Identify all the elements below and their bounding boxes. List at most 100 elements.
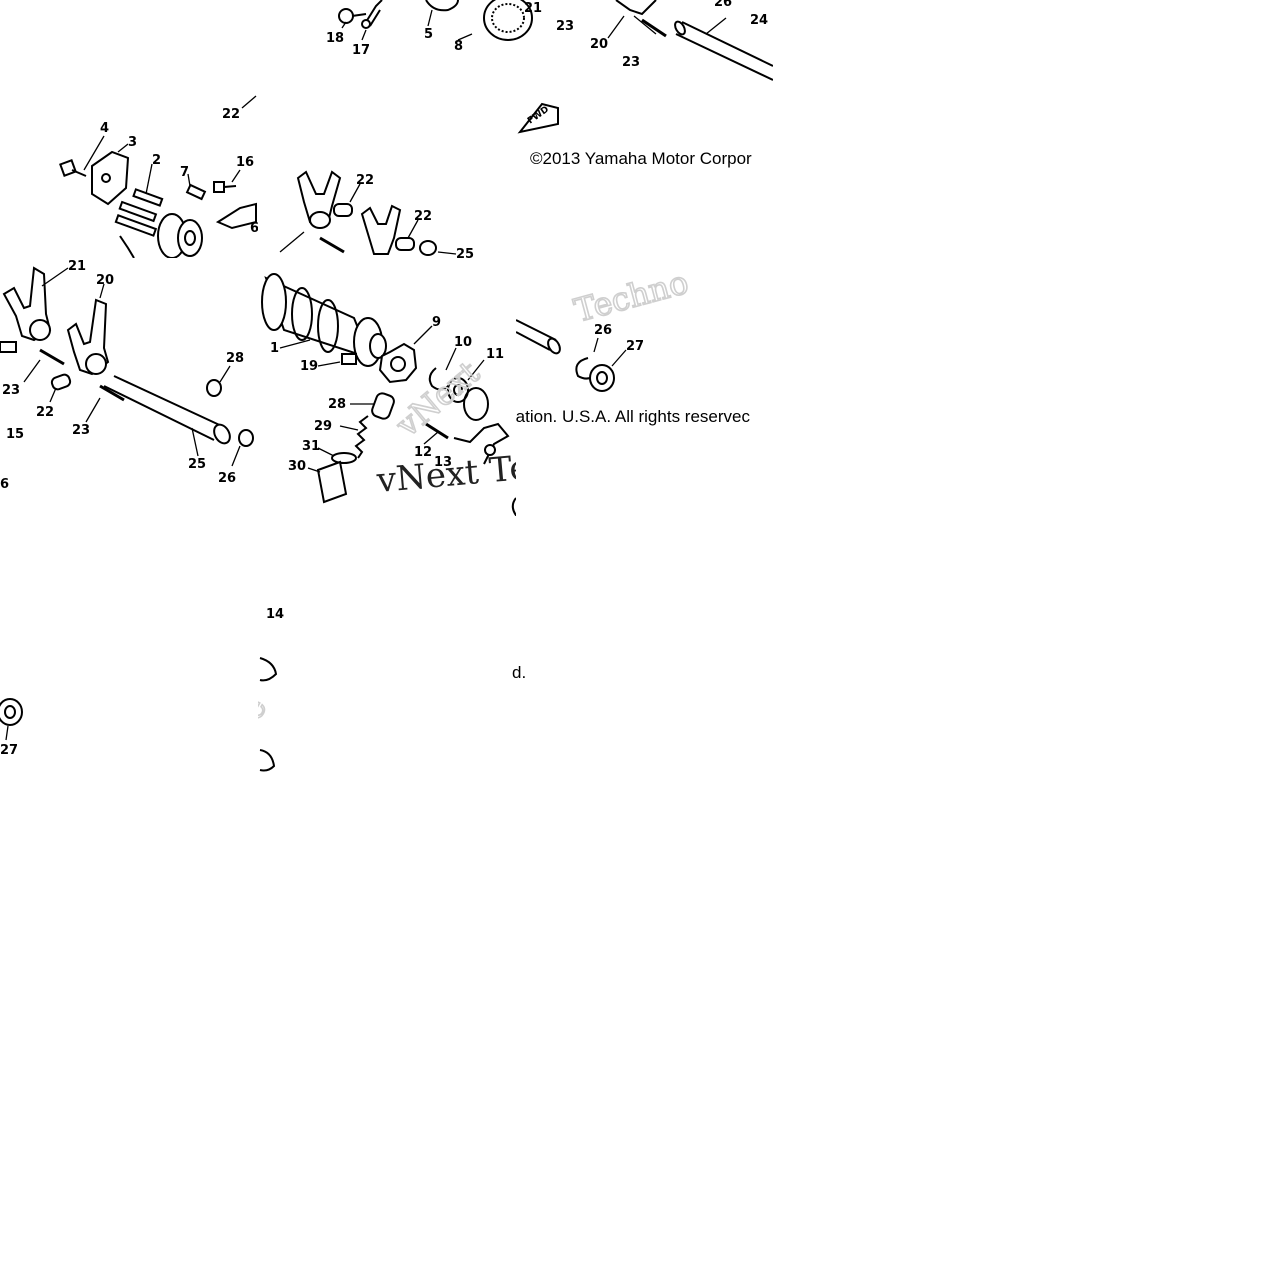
roller-22-part [50,373,72,391]
label-11: 11 [486,347,504,362]
label-4: 4 [100,121,109,136]
fwd-arrow-icon: FWD [517,102,559,134]
label-28: 28 [328,397,346,412]
label-23a: 23 [2,383,20,398]
label-31: 31 [302,439,320,454]
shift-drum-1-part [261,273,387,367]
shaft-end-part [516,319,561,355]
clip-28-part [206,379,222,397]
label-13: 13 [434,455,452,470]
pins-2-part [114,188,164,237]
roller-22b-part [395,237,415,251]
washer-31-part [331,452,357,464]
bolt-16-part [213,181,237,193]
label-23a: 23 [556,19,574,34]
label-25: 25 [456,247,474,258]
pin-23-part [641,18,667,38]
diagram-tile-cam-stopper: 22 4 3 2 [0,86,258,258]
copyright-text: ©2013 Yamaha Motor Corpor [530,149,752,168]
label-2: 2 [152,153,161,168]
diagram-tile-shift-forks: 21 20 23 22 23 25 [0,258,258,516]
bushing-27-part [0,698,23,726]
nut-fragment-part [259,749,276,772]
label-28: 28 [226,351,244,366]
drum-segment-part [157,213,203,258]
label-22: 22 [222,107,240,122]
label-29: 29 [314,419,332,434]
label-26: 26 [594,323,612,338]
label-6: 6 [250,221,258,236]
label-15: 15 [6,427,24,442]
svg-text:e: e [258,691,274,726]
label-9: 9 [432,315,441,330]
diagram-tile-forks: 22 22 25 [258,158,516,258]
bolt-18-part [338,8,367,24]
circlip-10-part [428,367,451,391]
plug-30-part [316,460,348,504]
pin-part [319,236,345,254]
fork-21-part [2,266,52,342]
label-21: 21 [524,1,542,16]
label-6: 6 [0,477,9,492]
label-24: 24 [750,13,768,28]
fork-22b-part [360,204,402,255]
diagram-tile-bushing: 27 [0,602,258,774]
label-17: 17 [352,43,370,58]
pin-stub-part [0,341,17,353]
label-22: 22 [36,405,54,420]
label-27: 27 [626,339,644,354]
label-19: 19 [300,359,318,374]
label-25: 25 [188,457,206,472]
label-27: 27 [0,743,18,758]
label-18: 18 [326,31,344,46]
lever-13-part [453,422,510,465]
clip-26-part [238,429,254,447]
part-5 [425,0,459,12]
copyright-end-text: d. [512,663,526,682]
shaft-25-part [103,375,231,445]
o-ring-part [463,387,489,421]
label-16: 16 [236,155,254,170]
label-14: 14 [266,607,284,622]
label-22a: 22 [356,173,374,188]
fork-22-part [296,170,342,229]
pin-12-part [425,422,449,440]
label-26: 26 [218,471,236,486]
copyright-text-continued: ration. U.S.A. All rights reservec [516,407,750,426]
label-23b: 23 [72,423,90,438]
diagram-tile-shift-drum: 1 19 9 10 11 28 2 [258,258,516,516]
diagram-tile-copyright-end: d. [510,650,540,690]
spring-part [119,235,135,258]
bolt-4-part [59,159,87,177]
plate-3-part [91,150,130,206]
pin-7-part [185,183,207,201]
spring-29-part [354,415,369,459]
fork-20-part [615,0,657,16]
label-12: 12 [414,445,432,460]
label-20: 20 [96,273,114,288]
label-10: 10 [454,335,472,350]
detent-28-part [371,392,395,420]
label-3: 3 [128,135,137,150]
label-7: 7 [180,165,189,180]
pin-19-part [341,353,357,365]
label-26: 26 [714,0,732,10]
label-22b: 22 [414,209,432,224]
lever-fragment-part [259,657,278,682]
diagram-tile-fragment: 14 e [258,602,286,774]
label-5: 5 [424,27,433,42]
watermark-techno: Techno [570,263,692,330]
washer-11-part [447,377,469,403]
gear-8-part [483,0,533,41]
watermark-text: vNext Te [374,448,516,501]
label-23b: 23 [622,55,640,70]
lever-6-part [215,202,257,230]
pin-23a-part [39,348,65,366]
roller-22a-part [333,203,353,217]
label-21: 21 [68,259,86,274]
diagram-tile-shaft-end: Techno 26 27 ration. U.S.A. All rights r… [516,258,773,516]
label-20: 20 [590,37,608,52]
fork-20-part [66,298,110,376]
lever-17-part [365,0,383,27]
